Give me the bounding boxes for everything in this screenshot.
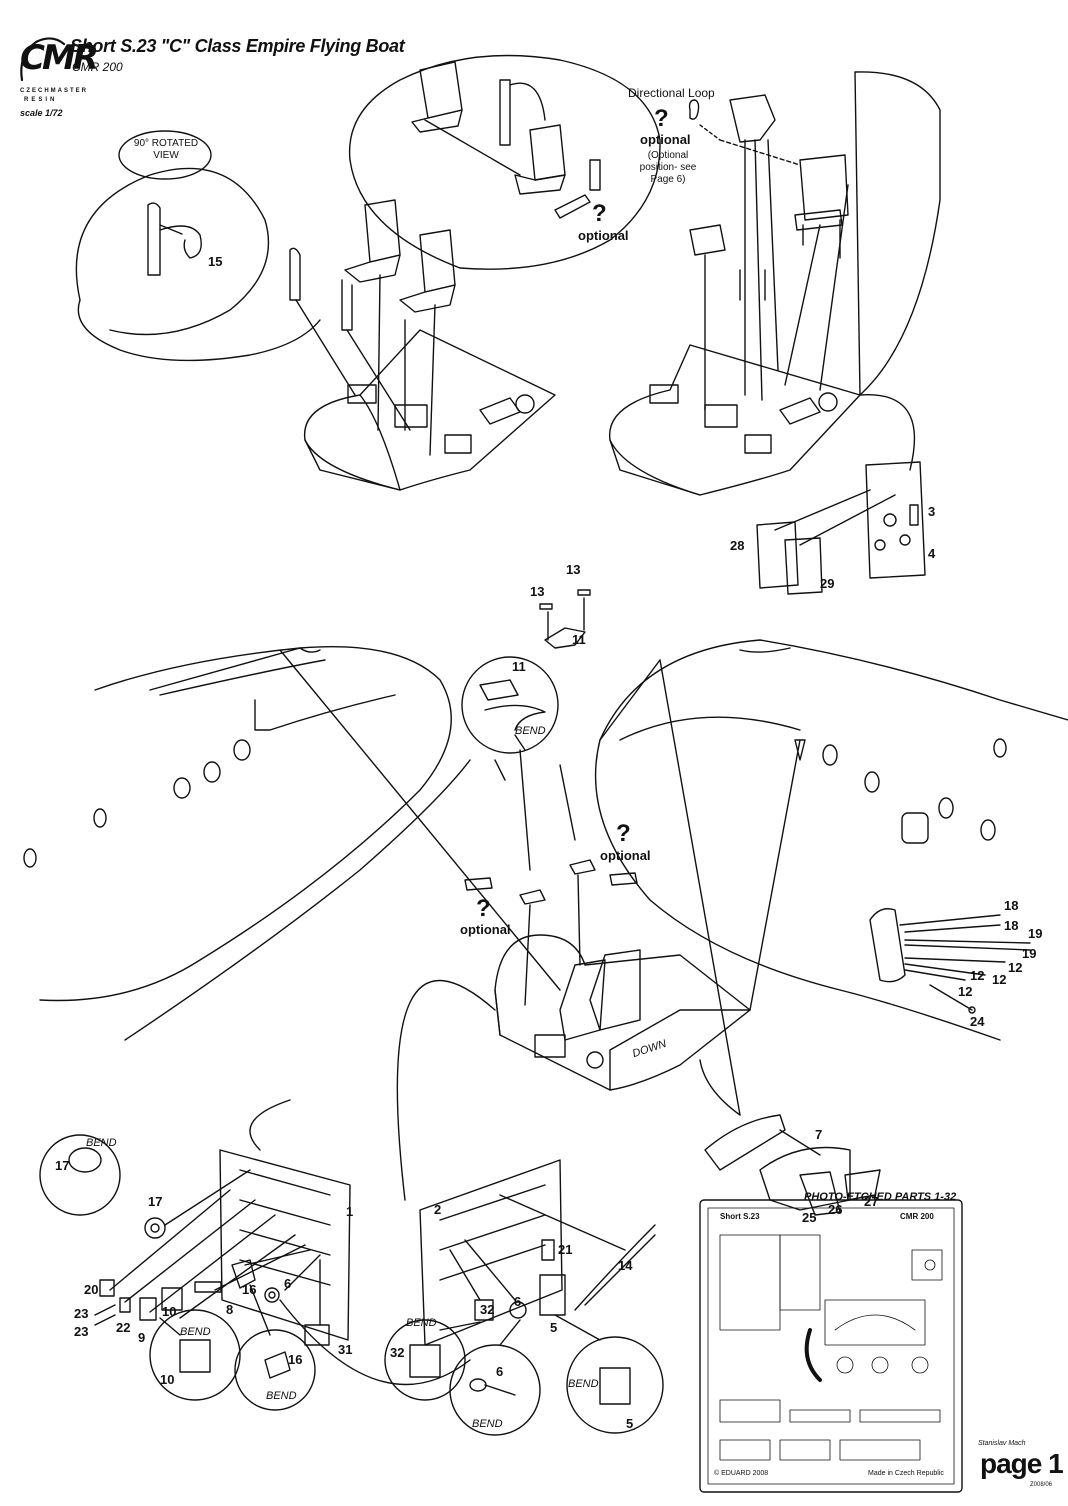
part-number-12-a: 12 [1008, 960, 1023, 975]
part-number-13-b: 13 [566, 562, 581, 577]
part-number-29: 29 [820, 576, 835, 591]
part-number-12-b: 12 [992, 972, 1007, 987]
part-number-18-b: 18 [1004, 918, 1019, 933]
cockpit-right-assembly [609, 71, 941, 595]
fuselage-halves [23, 639, 1068, 1041]
middle-cockpit-tub [279, 649, 801, 1201]
bend-label-5: BEND [406, 1317, 437, 1329]
part-number-23-b: 23 [74, 1324, 89, 1339]
part-number-20: 20 [84, 1282, 99, 1297]
instrument-panel-1-assembly [39, 1099, 471, 1411]
part-number-16-a: 16 [242, 1282, 257, 1297]
part-number-6-c: 6 [496, 1364, 504, 1379]
cockpit-left-assembly [75, 54, 661, 491]
part-number-19-a: 19 [1028, 926, 1043, 941]
bend-label-1: BEND [515, 725, 546, 737]
page-title: Short S.23 "C" Class Empire Flying Boat [70, 36, 405, 56]
part-number-25: 25 [802, 1210, 817, 1225]
cmr-logo: CMR [20, 38, 99, 78]
bend-label-6: BEND [568, 1378, 599, 1390]
optional-position-note: (Optional position- see Page 6) [639, 150, 697, 185]
part-number-19-b: 19 [1022, 946, 1037, 961]
maker-line-1: CZECHMASTER [20, 88, 88, 94]
directional-loop-label: Directional Loop [628, 86, 715, 100]
bend-label-3: BEND [180, 1326, 211, 1338]
part-number-11-a: 11 [572, 632, 586, 647]
part-number-4: 4 [928, 546, 936, 561]
part-number-32-b: 32 [390, 1345, 405, 1360]
optional-question-1: ? [654, 105, 669, 132]
bend-label-4: BEND [266, 1390, 297, 1402]
part-number-21: 21 [558, 1242, 573, 1257]
part-number-3: 3 [928, 504, 936, 519]
maker-line-2: RESIN [24, 97, 58, 103]
part-number-24: 24 [970, 1014, 985, 1029]
photo-etched-fret [699, 1199, 963, 1493]
kit-code: CMR 200 [72, 60, 123, 74]
part-number-28: 28 [730, 538, 745, 553]
reference-code: Z008/06 [1030, 1482, 1053, 1488]
part-number-8: 8 [226, 1302, 234, 1317]
page-number: page 1 [980, 1448, 1064, 1479]
part-number-26: 26 [828, 1202, 843, 1217]
centre-detail-parts [461, 589, 638, 1006]
bend-label-2: BEND [86, 1137, 117, 1149]
part-number-17-b: 17 [148, 1194, 163, 1209]
instrument-panel-2-assembly [384, 1159, 664, 1436]
side-panel-parts [869, 908, 1031, 1014]
part-number-12-d: 12 [958, 984, 973, 999]
part-number-31: 31 [338, 1342, 353, 1357]
fret-copyright: © EDUARD 2008 [714, 1470, 769, 1477]
part-number-7: 7 [815, 1127, 823, 1142]
optional-label-1: optional [640, 132, 691, 147]
part-number-12-c: 12 [970, 968, 985, 983]
part-number-15: 15 [208, 254, 223, 269]
cmr-logo-mark [20, 37, 66, 82]
part-number-11-b: 11 [512, 659, 526, 674]
part-number-1: 1 [346, 1204, 354, 1219]
designer-credit: Stanislav Mach [978, 1440, 1026, 1447]
part-number-2: 2 [434, 1202, 442, 1217]
optional-question-3: ? [616, 820, 631, 847]
photo-etched-title: PHOTO-ETCHED PARTS 1-32 [804, 1191, 957, 1203]
part-number-22: 22 [116, 1320, 131, 1335]
part-number-5-b: 5 [626, 1416, 634, 1431]
part-number-6-b: 6 [514, 1294, 522, 1309]
windscreen-panel-parts [704, 1114, 881, 1216]
optional-label-4: optional [460, 922, 511, 937]
scale-label: scale 1/72 [20, 108, 63, 118]
part-number-16-b: 16 [288, 1352, 303, 1367]
part-number-18-a: 18 [1004, 898, 1019, 913]
fret-made-in: Made in Czech Republic [868, 1470, 944, 1477]
rotated-view-label: 90° ROTATED VIEW [133, 138, 199, 161]
bend-label-7: BEND [472, 1418, 503, 1430]
part-number-23-a: 23 [74, 1306, 89, 1321]
part-number-10-b: 10 [160, 1372, 175, 1387]
part-number-17-a: 17 [55, 1158, 70, 1173]
part-number-9: 9 [138, 1330, 146, 1345]
part-number-10-a: 10 [162, 1304, 177, 1319]
part-number-14: 14 [618, 1258, 633, 1273]
part-number-6-a: 6 [284, 1276, 292, 1291]
fret-brand-right: CMR 200 [900, 1212, 934, 1221]
part-number-32-a: 32 [480, 1302, 495, 1317]
optional-label-3: optional [600, 848, 651, 863]
part-number-5-a: 5 [550, 1320, 558, 1335]
part-number-13-a: 13 [530, 584, 545, 599]
optional-label-2: optional [578, 228, 629, 243]
part-number-27: 27 [864, 1194, 879, 1209]
optional-question-4: ? [476, 895, 491, 922]
optional-question-2: ? [592, 200, 607, 227]
fret-brand-left: Short S.23 [720, 1212, 760, 1221]
